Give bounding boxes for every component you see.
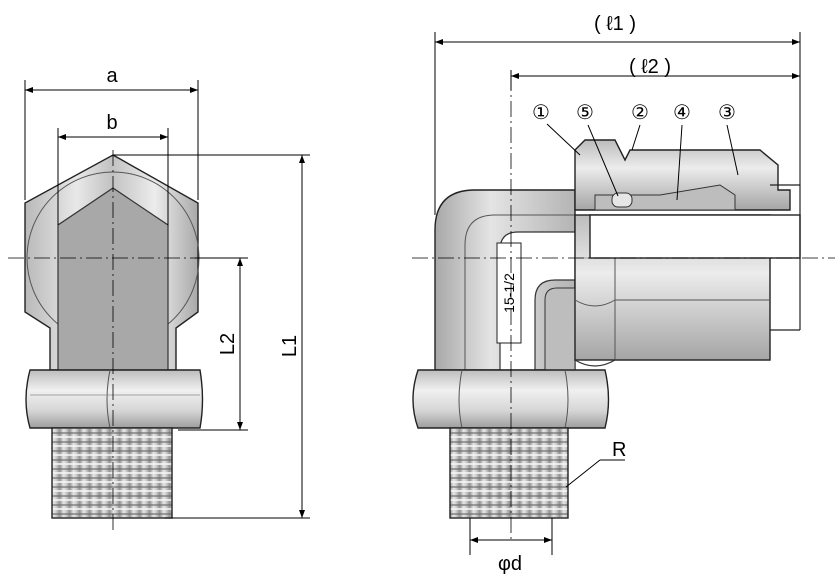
dim-a-label: a: [106, 65, 118, 87]
callout-2: ②: [631, 102, 649, 151]
callout-4: ④: [673, 102, 691, 201]
dim-R-label: R: [612, 439, 626, 461]
dim-l1-label: ( ℓ1 ): [594, 13, 636, 35]
tube: [589, 214, 801, 259]
tube-marking: 15-1/2: [501, 273, 517, 313]
dim-L1-label: L1: [279, 335, 301, 357]
left-lock-nut: [25, 369, 204, 429]
callout-4-label: ④: [673, 102, 691, 124]
o-ring: [611, 192, 633, 208]
left-view: a b L2 L1: [8, 65, 310, 530]
callout-1: ①: [532, 102, 581, 156]
dim-l2-label: ( ℓ2 ): [629, 56, 671, 78]
union-nut: [574, 139, 791, 211]
callout-3: ③: [718, 102, 739, 176]
dim-b-label: b: [106, 112, 117, 134]
callout-2-label: ②: [631, 102, 649, 124]
callout-5-label: ⑤: [576, 102, 594, 124]
tube-marking-box: [496, 242, 522, 344]
left-thread: [51, 427, 173, 519]
callout-1-label: ①: [532, 102, 550, 124]
callout-3-label: ③: [718, 102, 736, 124]
dim-L2-label: L2: [217, 333, 239, 355]
right-thread: [449, 427, 569, 519]
callout-5: ⑤: [576, 102, 619, 197]
right-view: 15-1/2 ( ℓ1 ) ( ℓ2 ) ① ⑤ ② ④: [412, 13, 835, 575]
dim-phi-d-label: φd: [498, 553, 522, 575]
